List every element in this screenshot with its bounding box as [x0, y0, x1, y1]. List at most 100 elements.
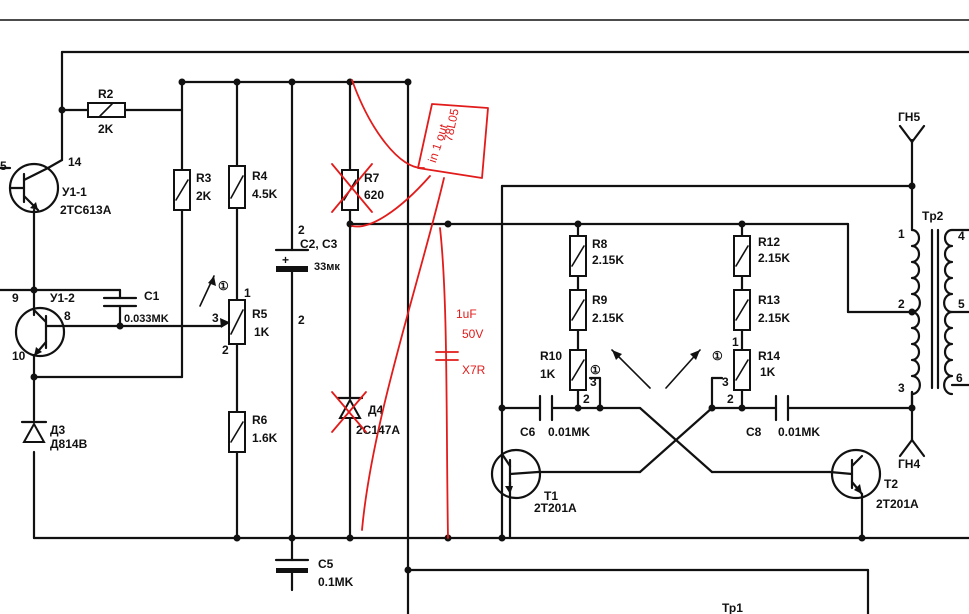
d3-ref: Д3 — [50, 423, 66, 437]
gn5-ref: ГН5 — [898, 110, 920, 124]
t2-ref: T2 — [884, 477, 898, 491]
u1a-ref: У1-1 — [62, 185, 87, 199]
r9-value: 2.15K — [592, 311, 624, 325]
d3-type: Д814В — [50, 437, 88, 451]
cap-value-note: 1uF — [456, 307, 477, 321]
zener-d4: Д4 2С147А — [336, 396, 400, 437]
r10-adjust-mark: ① — [590, 363, 601, 377]
transistor-t2: T2 2T201A — [828, 448, 919, 511]
r12-value: 2.15K — [758, 251, 790, 265]
tr2-pin3: 3 — [898, 381, 905, 395]
tr2-pin2: 2 — [898, 297, 905, 311]
r5-pin1: 1 — [244, 286, 251, 300]
resistor-r8: R8 2.15K — [569, 235, 624, 277]
r4-value: 4.5K — [252, 187, 278, 201]
u1b-pin-right: 8 — [64, 309, 71, 323]
r5-value: 1K — [254, 325, 270, 339]
red-markup: 78L05 in 1 out 1uF 50V X7R — [331, 79, 489, 539]
junction-dots — [30, 78, 916, 574]
resistor-r9: R9 2.15K — [569, 289, 624, 331]
r3-value: 2K — [196, 189, 212, 203]
r4-ref: R4 — [252, 169, 268, 183]
r7-value: 620 — [364, 188, 384, 202]
u1b-pin-top: 9 — [12, 291, 19, 305]
wiring — [0, 19, 969, 614]
c23-value: 33мк — [314, 261, 340, 273]
connector-gn5: ГН5 — [898, 110, 926, 144]
tr2-pin1: 1 — [898, 227, 905, 241]
cap-voltage-note: 50V — [462, 327, 483, 341]
r6-value: 1.6K — [252, 431, 278, 445]
zener-d3: Д3 Д814В — [20, 420, 88, 451]
c6-ref: C6 — [520, 425, 536, 439]
r10-pin3: 3 — [590, 375, 597, 389]
r14-pin3: 3 — [722, 375, 729, 389]
r13-value: 2.15K — [758, 311, 790, 325]
r5-adjust-mark: ① — [218, 279, 229, 293]
tr2-pin5: 5 — [958, 297, 965, 311]
c1-ref: C1 — [144, 289, 160, 303]
c5-ref: C5 — [318, 557, 334, 571]
u1b-pin-bottom: 10 — [12, 349, 26, 363]
capacitor-c1: C1 0.033MK — [102, 289, 169, 325]
tr2-pin6: 6 — [956, 371, 963, 385]
cap-dielectric-note: X7R — [462, 363, 486, 377]
tr2-ref: Tp2 — [922, 209, 944, 223]
c23-mark-bottom: 2 — [298, 313, 305, 327]
r7-ref: R7 — [364, 171, 380, 185]
resistor-r13: R13 2.15K — [733, 289, 790, 331]
c8-ref: C8 — [746, 425, 762, 439]
c1-value: 0.033MK — [124, 313, 169, 325]
regulator-part: 78L05 — [441, 107, 462, 143]
u1a-pin-right: 14 — [68, 155, 82, 169]
r14-pin2: 2 — [727, 392, 734, 406]
r5-ref: R5 — [252, 307, 268, 321]
u1b-ref: У1-2 — [50, 291, 75, 305]
resistor-r3: R3 2K — [173, 169, 212, 211]
r14-adjust-mark: ① — [712, 349, 723, 363]
r6-ref: R6 — [252, 413, 268, 427]
c23-plus: + — [282, 253, 289, 267]
r8-ref: R8 — [592, 237, 608, 251]
r10-pin2: 2 — [583, 392, 590, 406]
potentiometer-r10: R10 1K ① 3 2 — [540, 349, 651, 406]
r5-pin3: 3 — [212, 311, 219, 325]
tr2-pin4: 4 — [958, 229, 965, 243]
transistor-u1-2: 9 8 10 У1-2 — [12, 291, 75, 363]
r14-value: 1K — [760, 365, 776, 379]
potentiometer-r5: ① 1 3 2 R5 1K — [199, 275, 270, 357]
r3-ref: R3 — [196, 171, 212, 185]
resistor-r4: R4 4.5K — [228, 165, 278, 209]
r9-ref: R9 — [592, 293, 608, 307]
t1-ref: T1 — [544, 489, 558, 503]
r5-pin2: 2 — [222, 343, 229, 357]
r14-pin1: 1 — [732, 335, 739, 349]
transformer-tr2: Tp2 1 2 3 4 5 6 — [898, 209, 965, 396]
c5-value: 0.1MK — [318, 575, 354, 589]
r10-value: 1K — [540, 367, 556, 381]
r2-value: 2K — [98, 122, 114, 136]
r14-ref: R14 — [758, 349, 780, 363]
capacitor-c8: C8 0.01MK — [746, 394, 820, 439]
r8-value: 2.15K — [592, 253, 624, 267]
connector-gn4: ГН4 — [898, 438, 926, 471]
capacitor-c6: C6 0.01MK — [520, 394, 590, 439]
resistor-r12: R12 2.15K — [733, 235, 790, 277]
resistor-r7: R7 620 — [341, 169, 384, 211]
r10-ref: R10 — [540, 349, 562, 363]
c23-ref: C2, C3 — [300, 237, 338, 251]
u1a-pin-left: 5 — [0, 159, 7, 173]
t1-type: 2T201A — [534, 501, 577, 515]
transistor-u1-1: 5 14 У1-1 2TC613A — [0, 155, 112, 217]
t2-type: 2T201A — [876, 497, 919, 511]
r12-ref: R12 — [758, 235, 780, 249]
transistor-t1: T1 2T201A — [490, 448, 577, 515]
resistor-r6: R6 1.6K — [228, 411, 278, 453]
regulator-note: in 1 out — [425, 122, 451, 164]
c23-mark-top: 2 — [298, 223, 305, 237]
r2-ref: R2 — [98, 87, 114, 101]
gn4-ref: ГН4 — [898, 457, 920, 471]
d4-ref: Д4 — [368, 403, 384, 417]
tr1-ref: Тр1 — [722, 601, 743, 614]
